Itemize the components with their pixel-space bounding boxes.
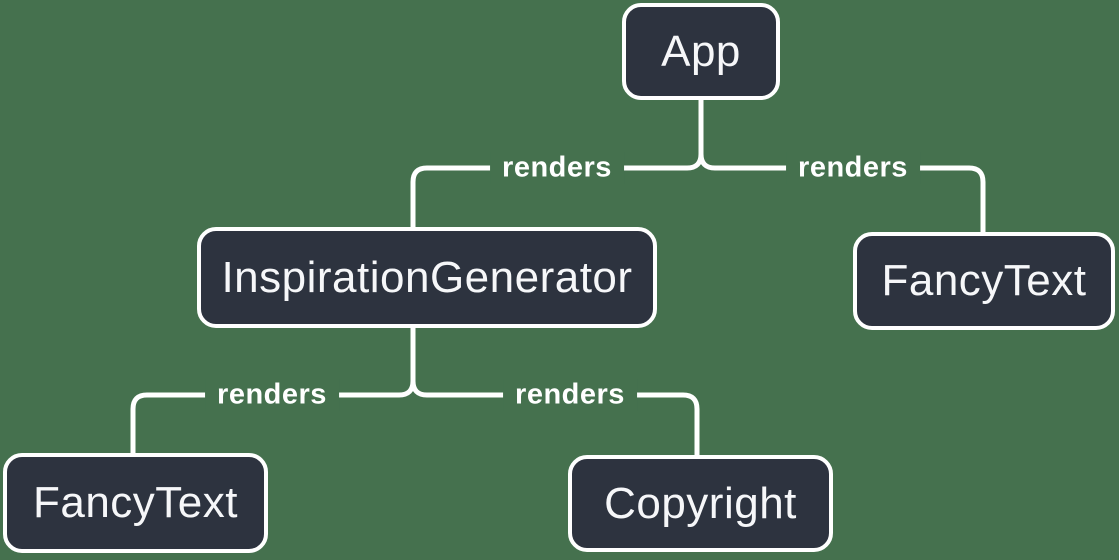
- node-fancytext-bottom-left: FancyText: [3, 453, 268, 553]
- edge-label-renders-app-inspirationgenerator: renders: [490, 151, 624, 185]
- edge-label-renders-inspirationgenerator-fancytext: renders: [205, 378, 339, 412]
- node-copyright: Copyright: [568, 455, 833, 552]
- node-app: App: [622, 3, 780, 100]
- node-inspirationgenerator: InspirationGenerator: [197, 227, 657, 328]
- node-fancytext-top-right: FancyText: [853, 232, 1115, 330]
- edge-label-renders-inspirationgenerator-copyright: renders: [503, 378, 637, 412]
- edge-label-renders-app-fancytext: renders: [786, 151, 920, 185]
